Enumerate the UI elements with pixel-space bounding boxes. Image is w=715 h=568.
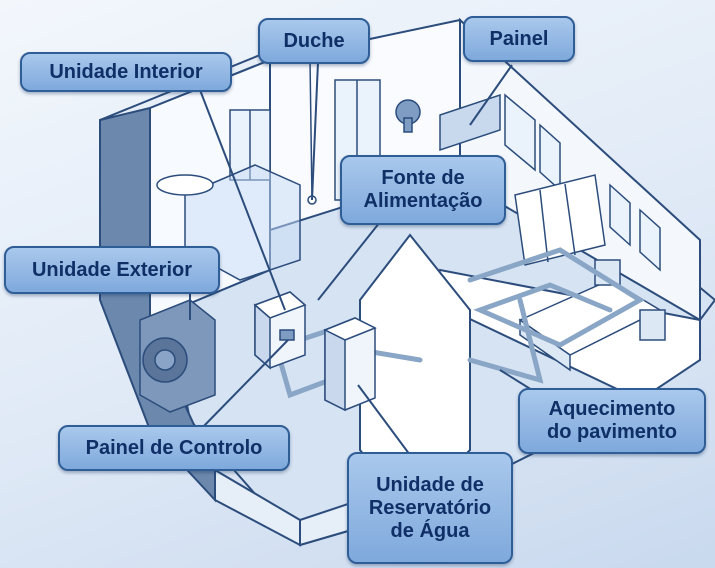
tv-panel: [395, 93, 501, 152]
shower-label: Duche: [258, 18, 370, 64]
outdoor-unit-box: [139, 299, 216, 413]
control-panel-label: Painel de Controlo: [58, 425, 290, 471]
indoor-unit-label-text: Unidade Interior: [49, 60, 203, 83]
panel-label: Painel: [463, 16, 575, 62]
water-tank: [323, 317, 377, 412]
outdoor-unit-label-text: Unidade Exterior: [31, 258, 193, 281]
panel-label-text: Painel: [489, 27, 549, 50]
floor-heating-label: Aquecimento do pavimento: [518, 388, 706, 454]
power-supply-label-text: Fonte de Alimentação: [363, 167, 483, 212]
outdoor-unit-label: Unidade Exterior: [4, 246, 220, 294]
control-panel-label-text: Painel de Controlo: [85, 436, 263, 459]
power-supply-label: Fonte de Alimentação: [340, 155, 506, 225]
water-tank-unit-label-text: Unidade de Reservatório de Água: [368, 473, 492, 542]
shower-label-text: Duche: [283, 29, 345, 52]
indoor-unit-label: Unidade Interior: [20, 52, 232, 92]
water-tank-unit-label: Unidade de Reservatório de Água: [347, 452, 513, 564]
leader-lines: [189, 61, 541, 456]
floor-heating-label-text: Aquecimento do pavimento: [546, 398, 677, 443]
indoor-unit-box: [253, 291, 307, 370]
